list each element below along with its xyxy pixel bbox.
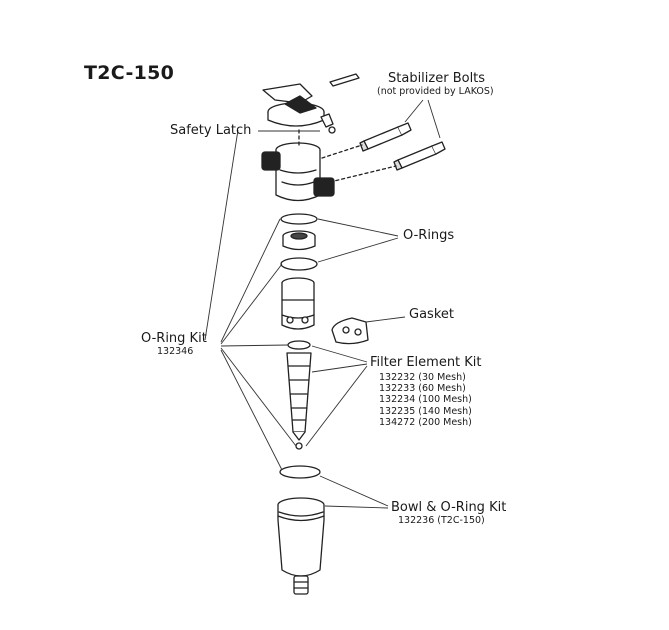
leader-bowl-upper [319, 475, 389, 507]
leader-oring-kit-3 [220, 344, 289, 347]
filter-element-part [286, 352, 312, 441]
label-filter-element-kit: Filter Element Kit [370, 355, 482, 370]
element-o-ring [287, 340, 311, 350]
leader-stabilizer-lower [427, 99, 441, 139]
filter-code: 132233 (60 Mesh) [379, 383, 466, 395]
leader-oring-kit-5 [220, 349, 283, 471]
adapter-part [282, 230, 316, 251]
leader-filter-middle [311, 363, 368, 373]
leader-bowl-lower [324, 505, 389, 509]
leader-filter-upper [311, 345, 368, 363]
leader-oring-kit-6 [204, 129, 239, 341]
label-o-rings: O-Rings [403, 228, 455, 243]
label-o-ring-kit-code: 132346 [157, 346, 194, 357]
gasket-part [331, 317, 369, 345]
filter-code: 132232 (30 Mesh) [379, 372, 466, 383]
bowl-part [277, 497, 325, 595]
leader-oring-kit-1 [220, 218, 281, 343]
leader-stabilizer-upper [404, 99, 424, 123]
leader-o-ring-upper [317, 218, 399, 237]
stabilizer-bolt-lower [393, 141, 446, 171]
label-bowl-kit: Bowl & O-Ring Kit [391, 500, 507, 515]
label-stabilizer-bolts: Stabilizer Bolts [388, 71, 486, 86]
bowl-o-ring [279, 465, 321, 479]
label-bowl-kit-code: 132236 (T2C-150) [398, 515, 485, 526]
leader-oring-kit-4 [220, 347, 297, 447]
handle-part [262, 83, 325, 127]
element-tip-ring [295, 442, 303, 450]
label-safety-latch: Safety Latch [170, 123, 252, 138]
safety-latch-part [320, 113, 336, 134]
page-title: T2C-150 [84, 62, 175, 84]
leader-o-ring-lower [317, 237, 399, 263]
o-ring-2 [280, 257, 318, 271]
stabilizer-bolt-upper [359, 122, 412, 152]
filter-element-codes: 132232 (30 Mesh) 132233 (60 Mesh) 132234… [379, 372, 472, 428]
o-ring-1 [280, 213, 318, 225]
filter-code: 134272 (200 Mesh) [379, 416, 472, 428]
leader-oring-kit-2 [220, 263, 283, 345]
filter-head-part [261, 142, 335, 202]
insert-part [281, 277, 315, 330]
label-gasket: Gasket [409, 307, 454, 322]
filter-code: 132234 (100 Mesh) [379, 394, 472, 406]
leader-gasket [365, 316, 406, 323]
key-part [329, 73, 360, 87]
label-o-ring-kit: O-Ring Kit [141, 331, 207, 346]
leader-filter-lower [305, 365, 368, 447]
filter-code: 132235 (140 Mesh) [379, 405, 472, 417]
label-stabilizer-note: (not provided by LAKOS) [377, 86, 494, 97]
